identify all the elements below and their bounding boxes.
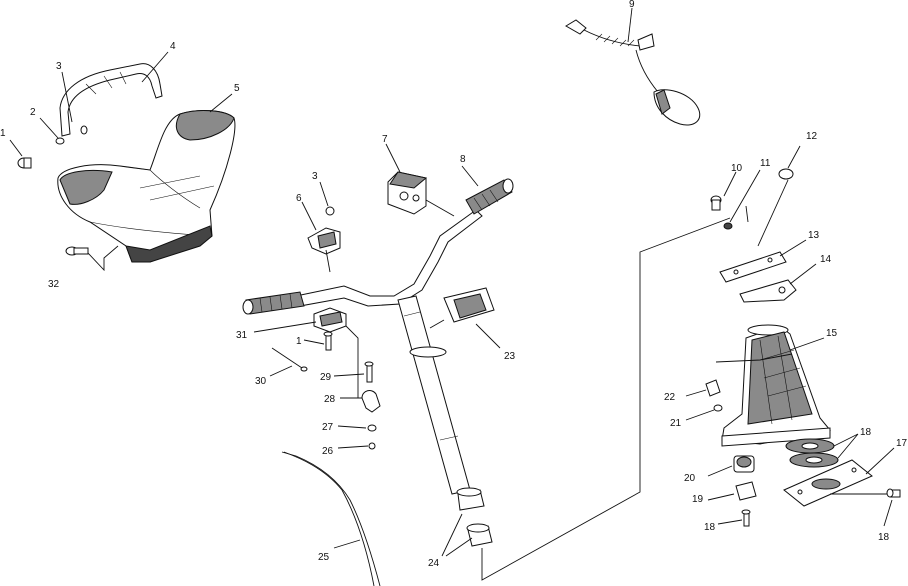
- callout-label: 19: [692, 494, 704, 505]
- cam-bolt: [710, 195, 722, 211]
- washer: [55, 137, 65, 145]
- clamp-bolt: [323, 331, 333, 351]
- cam-base-plate: [783, 459, 873, 507]
- assembly-link-line: [481, 217, 731, 581]
- callout-label: 23: [504, 351, 516, 362]
- callout-label: 13: [808, 230, 820, 241]
- nut-26: [368, 442, 376, 450]
- callout-label: 20: [684, 473, 696, 484]
- callout-label: 11: [760, 158, 771, 169]
- callout-label: 9: [629, 0, 635, 10]
- steering-cam-assembly: [685, 145, 901, 527]
- callout-label: 17: [896, 438, 908, 449]
- throttle-housing: [387, 171, 428, 215]
- cam-bushing: [733, 455, 755, 473]
- callout-label: 15: [826, 328, 838, 339]
- right-grip: [465, 178, 514, 215]
- callout-label: 22: [664, 392, 676, 403]
- seat-top-panel: [175, 110, 235, 141]
- seat-side-panel: [59, 169, 113, 205]
- callout-label: 8: [460, 154, 466, 165]
- callout-label: 5: [234, 83, 240, 94]
- nut: [17, 157, 32, 169]
- callout-label: 1: [0, 128, 6, 139]
- callout-label: 7: [382, 134, 388, 145]
- column-bushing-upper: [456, 487, 485, 511]
- handlebar-assembly: [242, 143, 514, 586]
- grab-handle: [59, 63, 163, 137]
- cam-plug: [723, 222, 733, 230]
- callout-label: 2: [30, 107, 36, 118]
- bracket-bolt: [364, 361, 374, 383]
- callout-label: 12: [806, 131, 818, 142]
- column-collar: [409, 346, 447, 358]
- left-grip: [242, 291, 305, 315]
- spacer-27: [367, 424, 377, 432]
- seat-assembly: [9, 51, 236, 272]
- handlebar-clamp-upper: [307, 227, 341, 255]
- cable-tie: [271, 347, 303, 369]
- base-bolt: [886, 488, 901, 498]
- callout-label: 30: [255, 376, 267, 387]
- callout-label: 1: [296, 336, 302, 347]
- callout-label: 24: [428, 558, 440, 569]
- cam-washer: [778, 168, 794, 180]
- handlebar-pad: [443, 287, 495, 323]
- callout-label: 4: [170, 41, 176, 52]
- callout-label: 14: [820, 254, 832, 265]
- handlebar: [295, 209, 483, 307]
- callout-label: 10: [731, 163, 743, 174]
- callout-label: 3: [312, 171, 318, 182]
- callout-label: 28: [324, 394, 336, 405]
- handle-spacer: [80, 125, 88, 135]
- callout-label: 26: [322, 446, 334, 457]
- cable-guide: [361, 390, 381, 413]
- callout-label: 32: [48, 279, 60, 290]
- callout-label: 18: [704, 522, 716, 533]
- clamp-nut: [325, 206, 335, 216]
- callout-label: 18: [860, 427, 872, 438]
- callout-label: 27: [322, 422, 334, 433]
- callout-labels: 1 2 3 4 5 32 7 8 3 6 9 10 11 12 13 14 15…: [0, 0, 908, 569]
- cam-lever: [739, 279, 797, 303]
- callout-label: 6: [296, 193, 302, 204]
- callout-label: 21: [670, 418, 682, 429]
- callout-label: 18: [878, 532, 890, 543]
- cam-clip: [705, 379, 721, 397]
- callout-label: 3: [56, 61, 62, 72]
- throttle-cable: [281, 451, 381, 586]
- cam-spacers: [785, 438, 839, 468]
- callout-label: 31: [236, 330, 248, 341]
- cam-nut: [713, 404, 723, 412]
- seat-base-trim: [125, 225, 213, 263]
- cam-bolt-lower: [741, 509, 751, 527]
- lanyard: [565, 7, 701, 126]
- steering-cam-housing: [721, 324, 831, 447]
- seat-bolt: [65, 246, 89, 256]
- handlebar-clamp-lower: [313, 307, 347, 333]
- callout-label: 25: [318, 552, 330, 563]
- cam-bracket: [735, 481, 757, 501]
- cam-plate: [719, 251, 787, 283]
- callout-label: 29: [320, 372, 332, 383]
- column-bushing-lower: [466, 523, 493, 547]
